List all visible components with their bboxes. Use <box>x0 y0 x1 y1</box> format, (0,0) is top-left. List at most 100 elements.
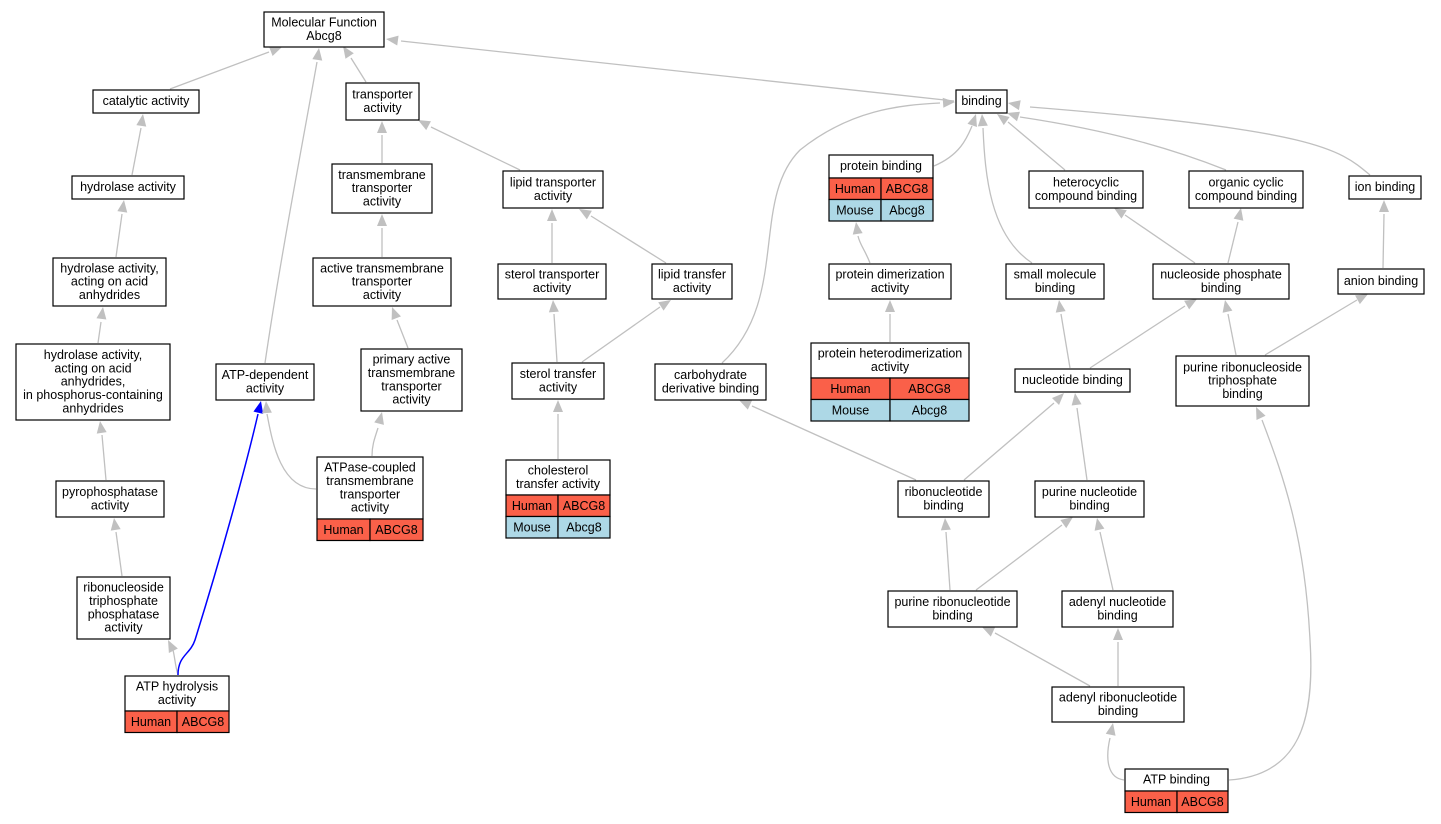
arrowhead-icon <box>997 114 1010 126</box>
node-nucleotide-binding[interactable]: nucleotide binding <box>1014 368 1131 393</box>
node-label-line: activity <box>351 501 390 515</box>
species-label: Human <box>1131 795 1171 809</box>
edge-atp-dependent-to-mf <box>264 61 318 364</box>
node-anion-binding[interactable]: anion binding <box>1337 268 1425 295</box>
node-box <box>497 263 607 300</box>
species-label: Human <box>323 523 363 537</box>
arrowhead-icon <box>136 114 147 127</box>
node-label-line: transmembrane <box>338 168 426 182</box>
node-label-line: activity <box>539 380 578 394</box>
node-catalytic[interactable]: catalytic activity <box>92 89 200 114</box>
arrowhead-icon <box>1379 200 1389 212</box>
arrowhead-icon <box>377 214 387 226</box>
arrowhead-icon <box>261 401 272 414</box>
node-label-line: transporter <box>352 88 412 102</box>
arrowhead-icon <box>253 401 264 414</box>
node-label-line: acting on acid <box>54 361 131 375</box>
node-label-line: Abcg8 <box>306 29 341 43</box>
node-binding[interactable]: binding <box>955 89 1008 114</box>
edge-carbohydrate-to-binding <box>721 102 941 364</box>
arrowhead-icon <box>96 421 107 434</box>
node-box <box>263 11 385 48</box>
edge-atpase-coupled-to-atp-dependent <box>266 413 317 490</box>
node-label-line: protein dimerization <box>835 268 944 282</box>
node-label-line: binding <box>1098 704 1138 718</box>
node-box <box>511 362 605 400</box>
edge-atp-binding-to-adenyl-ribonucleotide <box>1107 737 1125 781</box>
edge-protein-dimerization-to-protein-binding <box>857 235 871 264</box>
edge-rnstp-phosphatase-to-pyrophosphatase <box>115 531 123 577</box>
gene-cell <box>880 198 934 222</box>
arrowhead-icon <box>967 114 977 127</box>
edge-anion-binding-to-ion-binding <box>1382 213 1385 269</box>
arrowhead-icon <box>548 300 559 313</box>
node-label-line: carbohydrate <box>674 368 747 382</box>
node-label-line: hydrolase activity, <box>44 348 142 362</box>
species-label: Human <box>131 715 171 729</box>
node-atpase-coupled[interactable]: ATPase-coupledtransmembranetransporterac… <box>316 456 424 542</box>
node-hydrolase[interactable]: hydrolase activity <box>71 175 185 200</box>
node-box <box>828 263 952 300</box>
node-label-line: organic cyclic <box>1208 176 1283 190</box>
node-label-line: activity <box>363 101 402 115</box>
node-label-line: ribonucleotide <box>905 485 983 499</box>
node-ion-binding[interactable]: ion binding <box>1348 175 1422 200</box>
arrowhead-icon <box>942 97 955 108</box>
edge-ion-binding-to-binding <box>1029 106 1371 176</box>
gene-cell <box>1176 790 1229 814</box>
arrowhead-icon <box>553 400 563 412</box>
gene-cell <box>176 710 230 734</box>
node-hydrolase-acid[interactable]: hydrolase activity,acting on acidanhydri… <box>52 257 167 307</box>
node-box <box>1348 175 1422 200</box>
node-label-line: pyrophosphatase <box>62 485 158 499</box>
node-label-line: Molecular Function <box>271 16 377 30</box>
arrowhead-icon <box>852 222 863 235</box>
node-label-line: sterol transporter <box>505 268 599 282</box>
node-primary-active[interactable]: primary activetransmembranetransporterac… <box>360 348 463 412</box>
arrowhead-icon <box>977 114 988 127</box>
edge-nucleotide-binding-to-small-molecule <box>1060 313 1071 369</box>
node-hydrolase-phos[interactable]: hydrolase activity,acting on acidanhydri… <box>15 343 171 421</box>
species-label: Human <box>835 182 875 196</box>
node-rnstp-phosphatase[interactable]: ribonucleosidetriphosphatephosphataseact… <box>76 576 171 640</box>
edge-binding-to-mf <box>400 40 955 102</box>
node-label-line: cholesterol <box>528 464 588 478</box>
node-label-line: transporter <box>352 181 412 195</box>
arrowhead-icon <box>386 35 399 46</box>
arrowhead-icon <box>1008 100 1021 111</box>
gene-label: Abcg8 <box>912 404 947 418</box>
gene-label: ABCG8 <box>908 382 950 396</box>
edge-atp-hydrolysis-to-atp-dependent <box>177 413 259 676</box>
species-label: Human <box>512 499 552 513</box>
node-box <box>55 480 165 518</box>
gene-cell <box>889 398 970 422</box>
